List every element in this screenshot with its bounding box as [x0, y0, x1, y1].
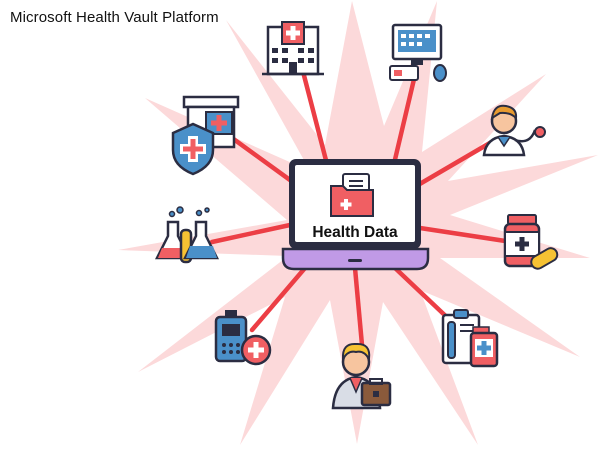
connector-medicine	[417, 225, 515, 245]
doctor-stethoscope-icon	[482, 104, 546, 157]
health-folder-icon	[330, 173, 374, 217]
connector-lab	[209, 222, 293, 245]
connector-patient	[352, 265, 365, 348]
center-label: Health Data	[312, 224, 398, 241]
lab-flasks-icon	[154, 206, 220, 264]
medicine-bottle-pills-icon	[503, 214, 559, 270]
connector-doctor	[415, 137, 498, 188]
connectors	[209, 57, 515, 348]
connector-computer	[390, 72, 418, 171]
connector-prescription	[392, 265, 455, 325]
prescription-clipboard-icon	[441, 309, 499, 368]
laptop: Health Data	[281, 159, 430, 271]
medical-device-icon	[214, 310, 272, 366]
connector-device	[249, 265, 308, 333]
pharmacy-store-shield-icon	[171, 95, 240, 176]
laptop-notch	[348, 259, 362, 262]
diagram-title: Microsoft Health Vault Platform	[10, 9, 219, 26]
patient-briefcase-icon	[331, 342, 392, 410]
connector-hospital	[297, 57, 331, 171]
connector-pharmacy	[225, 132, 293, 183]
hospital-building-icon	[262, 21, 324, 76]
computer-monitor-icon	[389, 23, 447, 82]
